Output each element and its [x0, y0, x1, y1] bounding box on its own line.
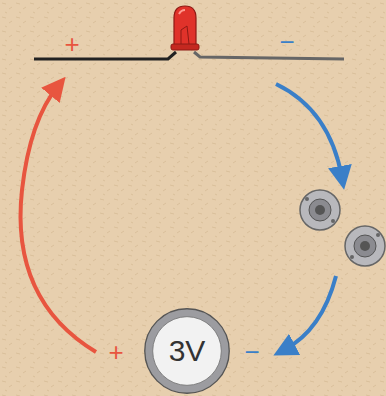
led-cathode-leg: [194, 52, 344, 59]
snap-fastener: [300, 190, 340, 230]
polarity-minus: −: [279, 29, 294, 55]
current-arrow: [21, 86, 96, 352]
led-anode-leg: [34, 52, 176, 59]
polarity-plus: +: [108, 339, 123, 365]
led: [171, 6, 199, 50]
battery-cell: 3V: [143, 307, 231, 395]
current-arrow: [276, 84, 342, 178]
polarity-plus: +: [64, 31, 79, 57]
current-arrow: [284, 276, 336, 350]
snap-fastener: [345, 226, 385, 266]
polarity-minus: −: [244, 339, 259, 365]
voltage-label: 3V: [169, 334, 206, 368]
